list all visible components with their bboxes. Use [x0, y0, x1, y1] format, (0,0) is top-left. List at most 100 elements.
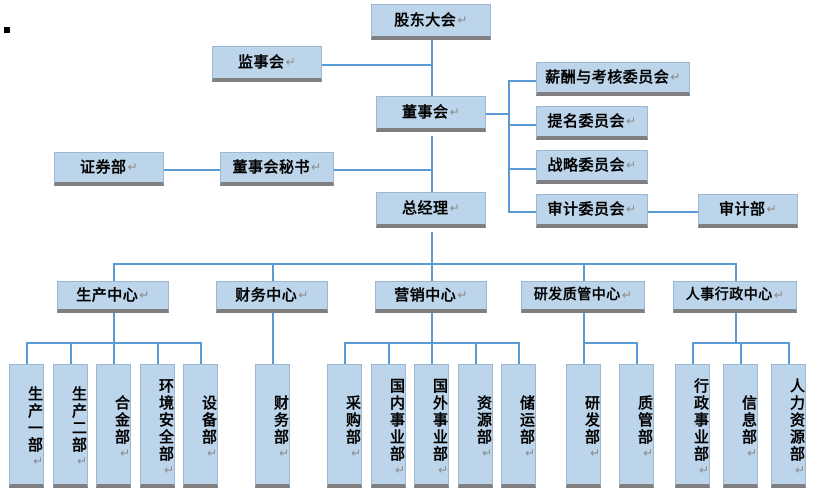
return-mark-icon: ↵ — [394, 462, 405, 477]
connector-centers-bus — [113, 263, 735, 265]
return-mark-icon: ↵ — [206, 445, 217, 460]
node-audit-committee-label: 审计委员会 — [547, 199, 625, 218]
node-dept-quality[interactable]: 质管部↵ — [619, 364, 654, 488]
node-dept-storage-transport[interactable]: 储运部↵ — [501, 364, 536, 488]
node-center-production-label: 生产中心 — [76, 285, 139, 304]
return-mark-icon: ↵ — [350, 445, 361, 460]
node-dept-overseas-biz-label: 国外事业部 — [431, 377, 449, 463]
node-dept-equipment-label: 设备部 — [200, 394, 218, 446]
node-dept-admin-biz[interactable]: 行政事业部↵ — [675, 364, 710, 488]
return-mark-icon: ↵ — [32, 454, 43, 469]
return-mark-icon: ↵ — [76, 454, 87, 469]
node-dept-finance[interactable]: 财务部↵ — [255, 364, 290, 488]
node-board-of-supervisors[interactable]: 监事会↵ — [212, 46, 322, 82]
node-center-rd-quality[interactable]: 研发质管中心↵ — [521, 281, 645, 313]
connector-center-rd-down — [583, 313, 585, 343]
node-center-marketing-label: 营销中心 — [394, 285, 457, 304]
node-center-marketing[interactable]: 营销中心↵ — [375, 281, 487, 313]
return-mark-icon: ↵ — [642, 445, 653, 460]
return-mark-icon: ↵ — [773, 287, 785, 302]
node-dept-rd[interactable]: 研发部↵ — [566, 364, 601, 488]
return-mark-icon: ↵ — [139, 287, 150, 302]
connector-shareholders-to-board — [431, 40, 433, 96]
return-mark-icon: ↵ — [625, 201, 637, 216]
node-board-secretary-label: 董事会秘书 — [232, 157, 310, 176]
connector-to-audit-committee — [508, 211, 536, 213]
return-mark-icon: ↵ — [625, 157, 637, 172]
node-board-of-supervisors-label: 监事会 — [237, 52, 285, 71]
return-mark-icon: ↵ — [670, 69, 681, 84]
connector-to-dept-information — [740, 342, 742, 364]
node-dept-information[interactable]: 信息部↵ — [723, 364, 758, 488]
return-mark-icon: ↵ — [698, 462, 709, 477]
return-mark-icon: ↵ — [310, 159, 322, 174]
node-board-secretary[interactable]: 董事会秘书↵ — [220, 152, 334, 186]
return-mark-icon: ↵ — [621, 287, 633, 302]
node-center-hr-admin[interactable]: 人事行政中心↵ — [673, 281, 797, 313]
node-dept-resources[interactable]: 资源部↵ — [458, 364, 493, 488]
node-general-manager-label: 总经理 — [401, 198, 449, 217]
node-dept-human-resources-label: 人力资源部 — [788, 377, 806, 463]
connector-to-comp-committee — [508, 80, 536, 82]
node-board-of-directors[interactable]: 董事会↵ — [376, 96, 486, 132]
connector-center-production-down — [113, 313, 115, 343]
node-dept-equipment[interactable]: 设备部↵ — [183, 364, 218, 488]
connector-bus-to-center-production — [113, 263, 115, 281]
node-dept-overseas-biz[interactable]: 国外事业部↵ — [414, 364, 449, 488]
node-center-finance[interactable]: 财务中心↵ — [216, 281, 328, 313]
node-audit-department[interactable]: 审计部↵ — [698, 194, 798, 228]
node-dept-env-safety[interactable]: 环境安全部↵ — [140, 364, 175, 488]
node-dept-env-safety-label: 环境安全部 — [157, 377, 175, 463]
connector-to-dept-resources — [475, 342, 477, 364]
connector-board-to-gm — [431, 136, 433, 192]
node-audit-committee[interactable]: 审计委员会↵ — [536, 194, 648, 228]
node-dept-resources-label: 资源部 — [475, 394, 493, 446]
node-dept-alloy[interactable]: 合金部↵ — [96, 364, 131, 488]
node-securities-department-label: 证券部 — [79, 157, 127, 176]
node-dept-human-resources[interactable]: 人力资源部↵ — [771, 364, 806, 488]
connector-to-dept-hr — [788, 342, 790, 364]
return-mark-icon: ↵ — [481, 445, 492, 460]
node-compensation-committee-label: 薪酬与考核委员会 — [545, 67, 670, 86]
node-dept-alloy-label: 合金部 — [113, 394, 131, 446]
node-dept-domestic-biz-label: 国内事业部 — [388, 377, 406, 463]
node-shareholders-meeting[interactable]: 股东大会↵ — [371, 4, 491, 40]
node-securities-department[interactable]: 证券部↵ — [54, 152, 164, 186]
node-compensation-committee[interactable]: 薪酬与考核委员会↵ — [536, 62, 690, 96]
connector-securities-to-secretary — [164, 169, 220, 171]
connector-to-dept-storage — [518, 342, 520, 364]
node-dept-production-2-label: 生产二部 — [70, 386, 88, 455]
connector-to-strategy-committee — [508, 168, 536, 170]
node-strategy-committee[interactable]: 战略委员会↵ — [536, 150, 648, 184]
node-nomination-committee-label: 提名委员会 — [547, 111, 625, 130]
node-nomination-committee[interactable]: 提名委员会↵ — [536, 106, 648, 140]
return-mark-icon: ↵ — [625, 113, 637, 128]
connector-bus-to-center-finance — [272, 263, 274, 281]
node-dept-quality-label: 质管部 — [636, 394, 654, 446]
connector-to-dept-overseas-biz — [431, 342, 433, 364]
connector-board-to-committee-trunk — [486, 113, 510, 115]
node-center-rd-quality-label: 研发质管中心 — [533, 287, 621, 304]
node-audit-department-label: 审计部 — [718, 199, 766, 218]
node-center-production[interactable]: 生产中心↵ — [57, 281, 169, 313]
node-dept-purchasing-label: 采购部 — [344, 394, 362, 446]
connector-to-dept-rd — [583, 342, 585, 364]
node-dept-production-1[interactable]: 生产一部↵ — [9, 364, 44, 488]
connector-to-dept-domestic-biz — [388, 342, 390, 364]
return-mark-icon: ↵ — [766, 201, 778, 216]
return-mark-icon: ↵ — [524, 445, 535, 460]
node-dept-production-2[interactable]: 生产二部↵ — [53, 364, 88, 488]
node-dept-purchasing[interactable]: 采购部↵ — [327, 364, 362, 488]
node-dept-admin-biz-label: 行政事业部 — [692, 377, 710, 463]
node-general-manager[interactable]: 总经理↵ — [376, 192, 486, 228]
connector-bus-to-center-marketing — [431, 263, 433, 281]
return-mark-icon: ↵ — [278, 445, 289, 460]
connector-supervisors-to-spine — [322, 64, 432, 66]
node-dept-domestic-biz[interactable]: 国内事业部↵ — [371, 364, 406, 488]
connector-to-dept-env-safety — [157, 342, 159, 364]
return-mark-icon: ↵ — [589, 445, 600, 460]
connector-audit-committee-to-audit-dept — [648, 211, 698, 213]
connector-committee-trunk — [508, 80, 510, 212]
node-shareholders-meeting-label: 股东大会 — [394, 10, 457, 29]
